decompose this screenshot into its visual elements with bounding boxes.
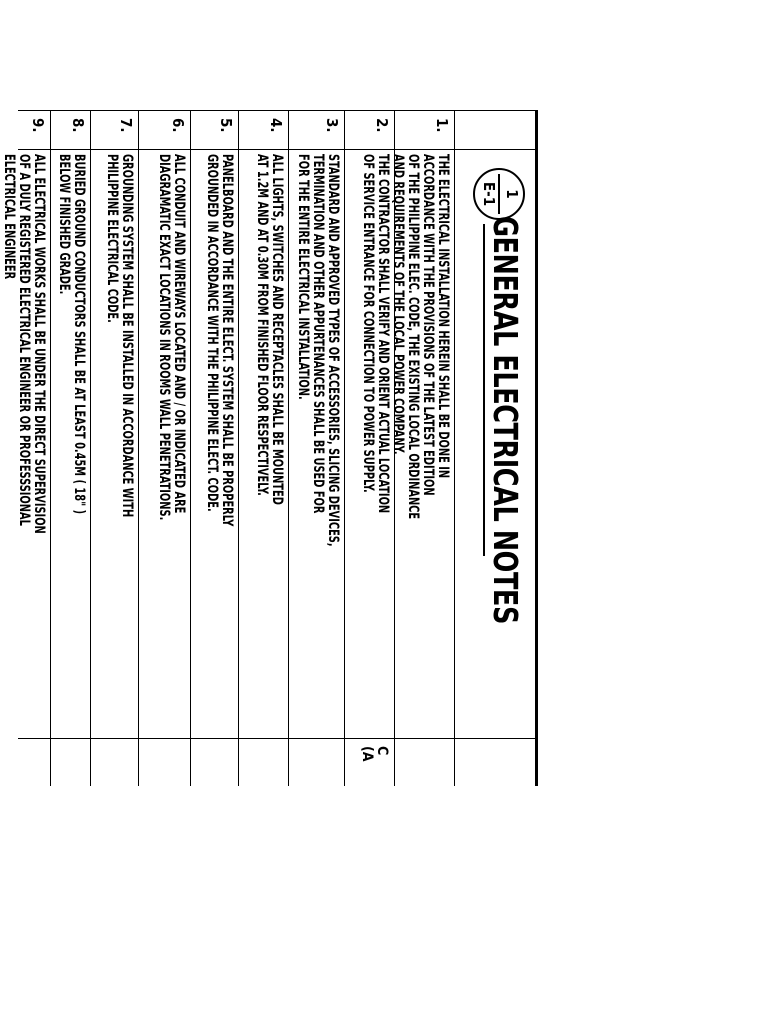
note-row-7: 7. GROUNDING SYSTEM SHALL BE INSTALLED I…: [90, 110, 139, 786]
section-reference-bubble: 1 E-1: [473, 168, 525, 220]
sheet-border-top: [535, 110, 538, 786]
note-text: THE ELECTRICAL INSTALLATION HEREIN SHALL…: [390, 154, 451, 520]
note-row-3: 3. STANDARD AND APPROVED TYPES OF ACCESS…: [288, 110, 345, 786]
reference-divider: [498, 174, 500, 214]
note-number: 8.: [69, 118, 87, 133]
note-text: ALL ELECTRICAL WORKS SHALL BE UNDER THE …: [1, 154, 47, 534]
note-text: STANDARD AND APPROVED TYPES OF ACCESSORI…: [295, 154, 341, 547]
title-underline: [483, 224, 485, 556]
drawing-sheet: 1 E-1 GENERAL ELECTRICAL NOTES 1. THE EL…: [1, 110, 538, 786]
note-text: ALL CONDUIT AND WIREWAYS LOCATED AND / O…: [156, 154, 187, 521]
note-row-1: 1. THE ELECTRICAL INSTALLATION HEREIN SH…: [390, 110, 455, 786]
reference-number: 1: [503, 189, 521, 199]
note-number: 7.: [117, 118, 135, 133]
note-text: GROUNDING SYSTEM SHALL BE INSTALLED IN A…: [104, 154, 135, 518]
note-text: BURIED GROUND CONDUCTORS SHALL BE AT LEA…: [56, 154, 87, 515]
truncated-text-fragment: (A: [359, 746, 375, 762]
note-text: THE CONTRACTOR SHALL VERIFY AND ORIENT A…: [360, 154, 391, 514]
note-row-6: 6. ALL CONDUIT AND WIREWAYS LOCATED AND …: [138, 110, 191, 786]
drawing-sheet-rotated: 1 E-1 GENERAL ELECTRICAL NOTES 1. THE EL…: [1, 110, 538, 786]
reference-sheet: E-1: [480, 181, 498, 207]
note-number: 4.: [267, 118, 285, 133]
note-row-4: 4. ALL LIGHTS, SWITCHES AND RECEPTACLES …: [238, 110, 289, 786]
note-row-8: 8. BURIED GROUND CONDUCTORS SHALL BE AT …: [50, 110, 91, 786]
note-number: 6.: [169, 118, 187, 133]
page-title: GENERAL ELECTRICAL NOTES: [486, 216, 525, 624]
note-number: 2.: [373, 118, 391, 133]
note-number: 5.: [217, 118, 235, 133]
note-row-2: 2. THE CONTRACTOR SHALL VERIFY AND ORIEN…: [344, 110, 395, 786]
note-text: PANELBOARD AND THE ENTIRE ELECT. SYSTEM …: [204, 154, 235, 527]
note-row-5: 5. PANELBOARD AND THE ENTIRE ELECT. SYST…: [190, 110, 239, 786]
note-number: 1.: [433, 118, 451, 133]
note-number: 3.: [323, 118, 341, 133]
note-row-9: 9. ALL ELECTRICAL WORKS SHALL BE UNDER T…: [1, 110, 51, 786]
note-text: ALL LIGHTS, SWITCHES AND RECEPTACLES SHA…: [254, 154, 285, 505]
note-number: 9.: [29, 118, 47, 133]
truncated-text-fragment: C: [374, 746, 390, 756]
title-block: 1 E-1 GENERAL ELECTRICAL NOTES: [455, 110, 535, 786]
